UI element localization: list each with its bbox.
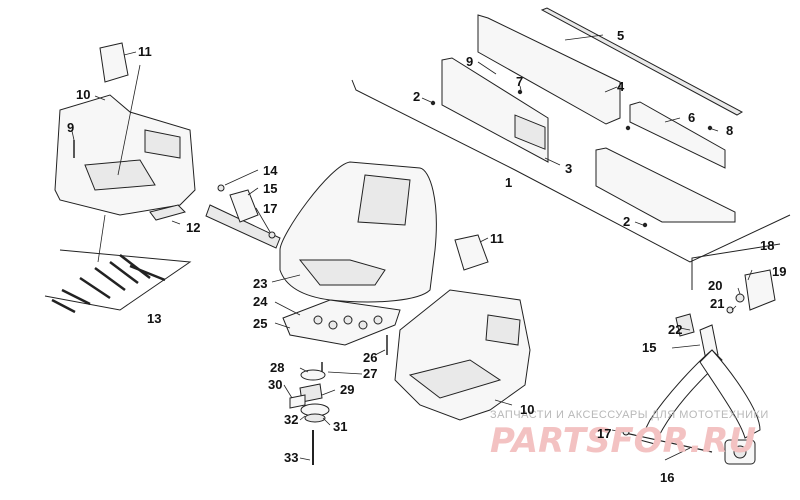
callout-32: 32: [284, 412, 298, 427]
belt-guide-22: [675, 313, 695, 337]
right-seat-base-assembly: [394, 234, 531, 421]
latch-assembly: [205, 169, 281, 249]
storage-lid-left: [99, 42, 129, 83]
callout-11: 11: [490, 231, 504, 246]
callout-24: 24: [253, 294, 268, 309]
callout-15: 15: [263, 181, 277, 196]
callout-26: 26: [363, 350, 377, 365]
callout-14: 14: [263, 163, 278, 178]
callout-labels: 1 2 2 3 4 5 6 7 8 9 9 10 10 11 11 12 13 …: [67, 28, 786, 485]
back-panel-assembly: [351, 7, 791, 263]
callout-18: 18: [760, 238, 774, 253]
fastener-2b: [642, 222, 648, 228]
latch-plate: [205, 204, 281, 249]
left-base-tray: [84, 159, 156, 191]
callout-10: 10: [76, 87, 90, 102]
callout-23: 23: [253, 276, 267, 291]
belt-anchor-bracket: [744, 269, 776, 311]
belt-strap-lower: [699, 349, 761, 439]
callout-22: 22: [668, 322, 682, 337]
callout-4: 4: [617, 79, 625, 94]
fastener-4: [625, 125, 631, 131]
tool-kit: [44, 249, 192, 314]
right-upper-panel: [629, 101, 726, 169]
callout-13: 13: [147, 311, 161, 326]
callout-1: 1: [505, 175, 512, 190]
callout-17: 17: [263, 201, 277, 216]
callout-29: 29: [340, 382, 354, 397]
latch-body: [229, 189, 259, 223]
fastener-8: [707, 125, 713, 131]
callout-11: 11: [138, 44, 152, 59]
upper-back-panel: [477, 14, 621, 125]
callout-16: 16: [660, 470, 674, 485]
panel-cutout: [514, 114, 546, 150]
belt-strap: [639, 349, 723, 445]
fastener-2a: [430, 100, 436, 106]
callout-10: 10: [520, 402, 534, 417]
callout-21: 21: [710, 296, 724, 311]
left-base-opening: [144, 129, 181, 159]
watermark-subtitle: ЗАПЧАСТИ И АКСЕССУАРЫ ДЛЯ МОТОТЕХНИКИ: [490, 409, 769, 421]
callout-5: 5: [617, 28, 624, 43]
storage-lid-right: [454, 234, 489, 271]
clip-30: [289, 394, 306, 409]
callout-33: 33: [284, 450, 298, 465]
callout-25: 25: [253, 316, 267, 331]
seat-assembly: [271, 161, 437, 465]
callout-12: 12: [186, 220, 200, 235]
group-1-bracket: [351, 79, 791, 263]
left-seat-base-assembly: [54, 42, 196, 263]
callout-3: 3: [565, 161, 572, 176]
right-base-floor: [408, 359, 502, 399]
left-seat-base: [54, 94, 196, 216]
callout-28: 28: [270, 360, 284, 375]
callout-8: 8: [726, 123, 733, 138]
seat-pan: [282, 299, 401, 346]
seat-belt-assembly: [611, 243, 781, 465]
group-18-bracket: [691, 243, 781, 290]
tool-kit-bracket: [44, 249, 192, 311]
fastener-7: [517, 89, 523, 95]
seat-bottom-recess: [298, 259, 386, 286]
callout-27: 27: [363, 366, 377, 381]
callout-15: 15: [642, 340, 656, 355]
callout-30: 30: [268, 377, 282, 392]
callout-17: 17: [597, 426, 611, 441]
callout-9: 9: [67, 120, 74, 135]
callout-6: 6: [688, 110, 695, 125]
rail-strip: [540, 7, 744, 116]
watermark-brand: PARTSFOR.RU: [490, 421, 756, 461]
seat-backrest-recess: [357, 174, 411, 226]
callout-19: 19: [772, 264, 786, 279]
lower-back-panel: [595, 147, 736, 223]
callout-20: 20: [708, 278, 722, 293]
callout-2: 2: [623, 214, 630, 229]
callout-31: 31: [333, 419, 347, 434]
callout-2: 2: [413, 89, 420, 104]
bracket-12: [149, 204, 186, 221]
callout-9: 9: [466, 54, 473, 69]
right-base-opening: [485, 314, 521, 346]
right-seat-base: [394, 289, 531, 421]
callout-7: 7: [516, 74, 523, 89]
